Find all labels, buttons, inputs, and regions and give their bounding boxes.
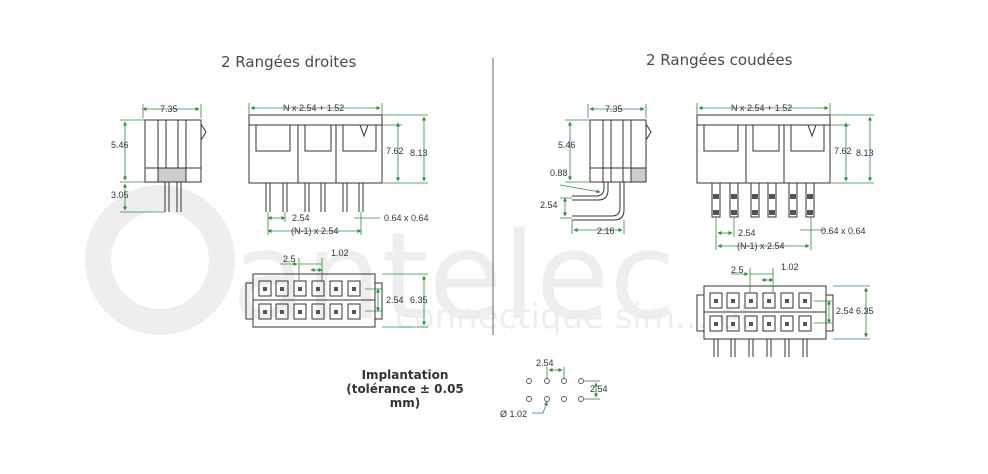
right-section-title: 2 Rangées coudées xyxy=(646,51,793,69)
implantation-title: Implantation xyxy=(361,368,449,382)
implantation-hole-diameter: Ø 1.02 xyxy=(500,409,527,419)
right-dim-height-a: 7.62 xyxy=(834,146,852,156)
right-dim-pitch: 2.54 xyxy=(738,228,756,238)
left-front-dims xyxy=(248,103,428,235)
left-dim-top-depth: 6.35 xyxy=(410,295,428,305)
implantation-block: Implantation (tolérance ± 0.05 mm) xyxy=(330,368,480,410)
left-dim-pin-length: 3.05 xyxy=(111,190,129,200)
left-front-view xyxy=(248,114,383,212)
implantation-pitch-y: 2.54 xyxy=(590,384,608,394)
left-section-title: 2 Rangées droites xyxy=(221,53,357,71)
left-dim-top-gap: 1.02 xyxy=(331,248,349,258)
right-dim-top-depth: 6.35 xyxy=(856,306,874,316)
left-top-dims xyxy=(280,258,428,328)
right-side-dims xyxy=(559,104,647,234)
left-dim-side-height: 5.46 xyxy=(111,140,129,150)
left-side-dims xyxy=(120,104,202,213)
left-dim-side-width: 7.35 xyxy=(160,104,178,114)
right-dim-bend-offset: 0.88 xyxy=(550,168,568,178)
left-dim-height-b: 8.13 xyxy=(410,148,428,158)
implantation-tolerance: (tolérance ± 0.05 mm) xyxy=(346,382,464,410)
right-dim-row-pitch: 2.54 xyxy=(836,306,854,316)
right-dim-side-height: 5.46 xyxy=(558,140,576,150)
right-dim-side-width: 7.35 xyxy=(605,104,623,114)
right-dim-front-width: N x 2.54 + 1.52 xyxy=(731,103,792,113)
right-dim-top-pitch: 2.5 xyxy=(731,265,744,275)
right-top-view xyxy=(696,285,834,357)
right-top-dims xyxy=(731,268,870,340)
left-dim-row-pitch: 2.54 xyxy=(386,295,404,305)
right-dim-height-b: 8.13 xyxy=(856,148,874,158)
left-dim-pin-size: 0.64 x 0.64 xyxy=(384,213,429,223)
right-dim-span: (N-1) x 2.54 xyxy=(737,241,785,251)
right-front-view xyxy=(696,114,831,218)
left-dim-top-pitch: 2.5 xyxy=(283,254,296,264)
right-dim-top-gap: 1.02 xyxy=(781,262,799,272)
left-dim-span: (N-1) x 2.54 xyxy=(291,226,339,236)
left-side-view xyxy=(144,119,207,212)
watermark-tagline: connectique sim... et xyxy=(395,297,753,337)
left-dim-height-a: 7.62 xyxy=(386,146,404,156)
watermark: antelec connectique sim... et xyxy=(85,185,753,347)
right-front-dims xyxy=(696,103,874,250)
right-dim-bend-length: 2.16 xyxy=(597,226,615,236)
left-dim-pitch: 2.54 xyxy=(292,213,310,223)
left-dim-front-width: N x 2.54 + 1.52 xyxy=(283,103,344,113)
right-dim-pin-size: 0.64 x 0.64 xyxy=(821,226,866,236)
left-top-view xyxy=(245,273,383,328)
implantation-dims xyxy=(532,367,600,414)
right-side-view xyxy=(572,119,652,221)
right-dim-bend-pitch: 2.54 xyxy=(540,200,558,210)
implantation-hole-pattern xyxy=(526,378,584,402)
implantation-pitch-x: 2.54 xyxy=(536,358,554,368)
